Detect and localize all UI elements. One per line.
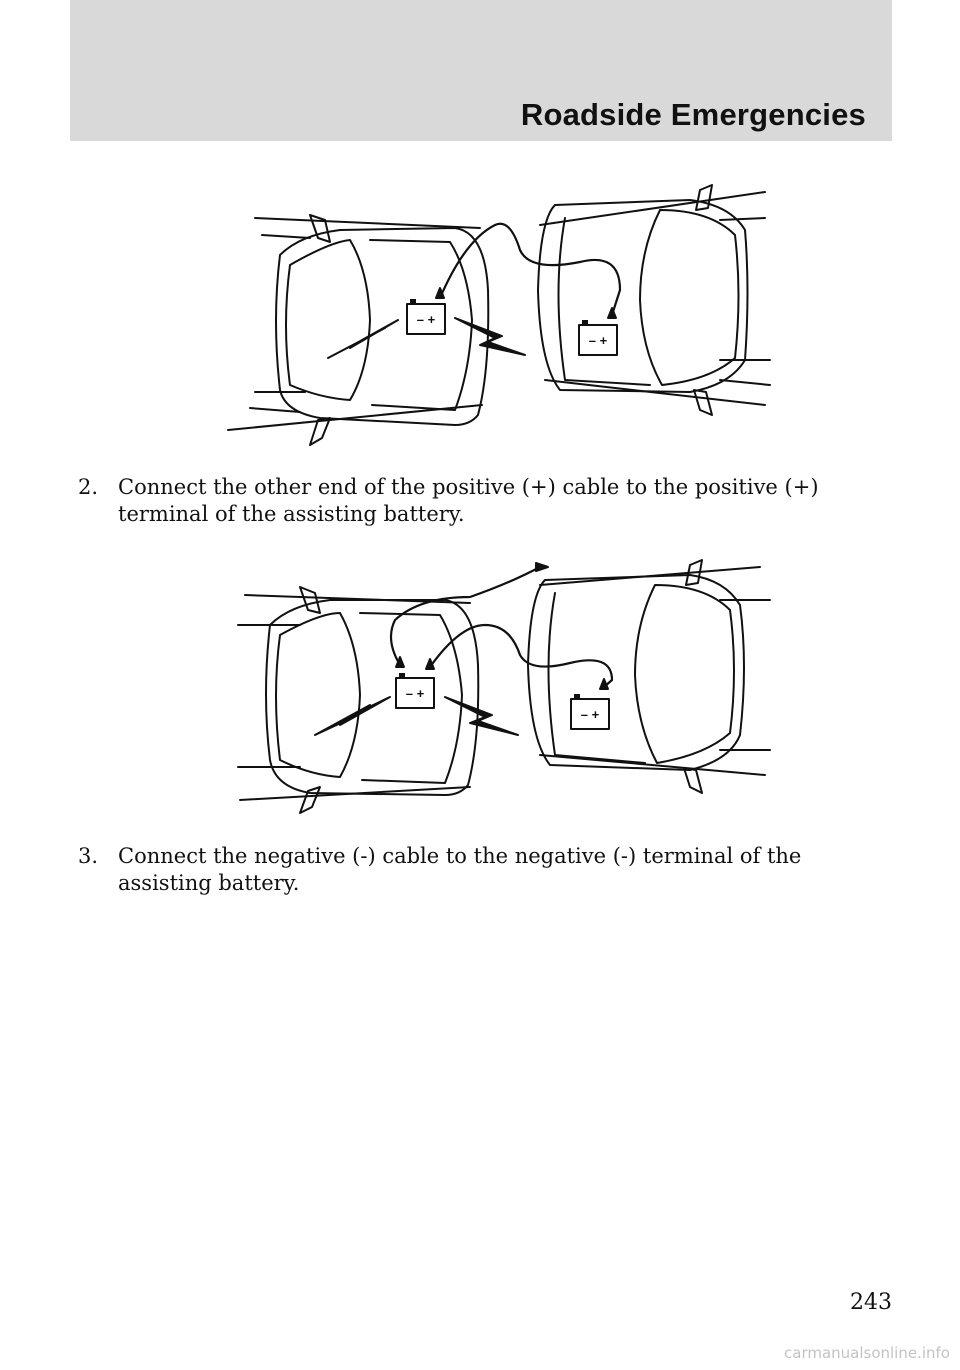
car-left-windshield	[285, 239, 371, 401]
header-band: Roadside Emergencies	[70, 0, 892, 141]
lightning-bolt-icon	[327, 319, 399, 359]
jumper-cable-negative	[389, 565, 542, 667]
car-left-body	[265, 599, 480, 796]
car-left-mirror-bottom	[299, 786, 321, 814]
step-text: Connect the negative (-) cable to the ne…	[118, 844, 802, 895]
battery-right-label: – +	[581, 707, 600, 722]
battery-icon-dead	[395, 677, 435, 709]
car-right-mirror-top	[695, 184, 713, 211]
battery-icon-dead	[406, 303, 446, 335]
clamp-icon	[395, 656, 405, 668]
car-right-mirror-bottom	[683, 767, 703, 794]
watermark: carmanualsonline.info	[784, 1344, 950, 1362]
car-left-line	[254, 217, 481, 229]
car-right-body	[537, 199, 749, 393]
clamp-icon	[425, 658, 435, 670]
car-right-mirror-bottom	[693, 389, 713, 416]
battery-left-label: – +	[406, 686, 425, 701]
jump-start-illustration-step2: – + – +	[0, 180, 960, 460]
car-right-line	[539, 191, 766, 226]
step-2: 2. Connect the other end of the positive…	[78, 474, 878, 528]
car-left-mirror-top	[299, 586, 321, 614]
battery-icon-assisting	[570, 698, 610, 730]
lightning-bolt-icon	[314, 696, 391, 736]
clamp-icon	[599, 678, 609, 690]
step-number: 2.	[78, 475, 99, 499]
battery-icon-assisting	[578, 324, 618, 356]
car-left-mirror-top	[309, 214, 331, 243]
car-right-windshield	[634, 584, 735, 764]
battery-left-label: – +	[417, 312, 436, 327]
jump-start-illustration-step3: – + – +	[0, 555, 960, 815]
car-right-mirror-top	[685, 559, 703, 586]
step-number: 3.	[78, 844, 99, 868]
car-left-mirror-bottom	[309, 417, 331, 446]
car-right-windshield	[639, 209, 740, 386]
jumper-cable-positive	[438, 222, 622, 317]
lightning-bolt-icon	[454, 317, 526, 356]
battery-right-label: – +	[589, 333, 608, 348]
clamp-icon	[535, 562, 549, 572]
page-number: 243	[850, 1290, 892, 1315]
section-title: Roadside Emergencies	[520, 97, 866, 132]
lightning-bolt-icon	[444, 696, 519, 736]
clamp-icon	[607, 307, 617, 319]
clamp-icon	[435, 287, 445, 299]
jumper-cable-positive	[428, 623, 614, 689]
step-3: 3. Connect the negative (-) cable to the…	[78, 843, 878, 897]
car-right-body	[527, 574, 745, 771]
car-left-body	[275, 227, 490, 426]
car-left-windshield	[275, 612, 361, 778]
step-text: Connect the other end of the positive (+…	[118, 475, 819, 526]
